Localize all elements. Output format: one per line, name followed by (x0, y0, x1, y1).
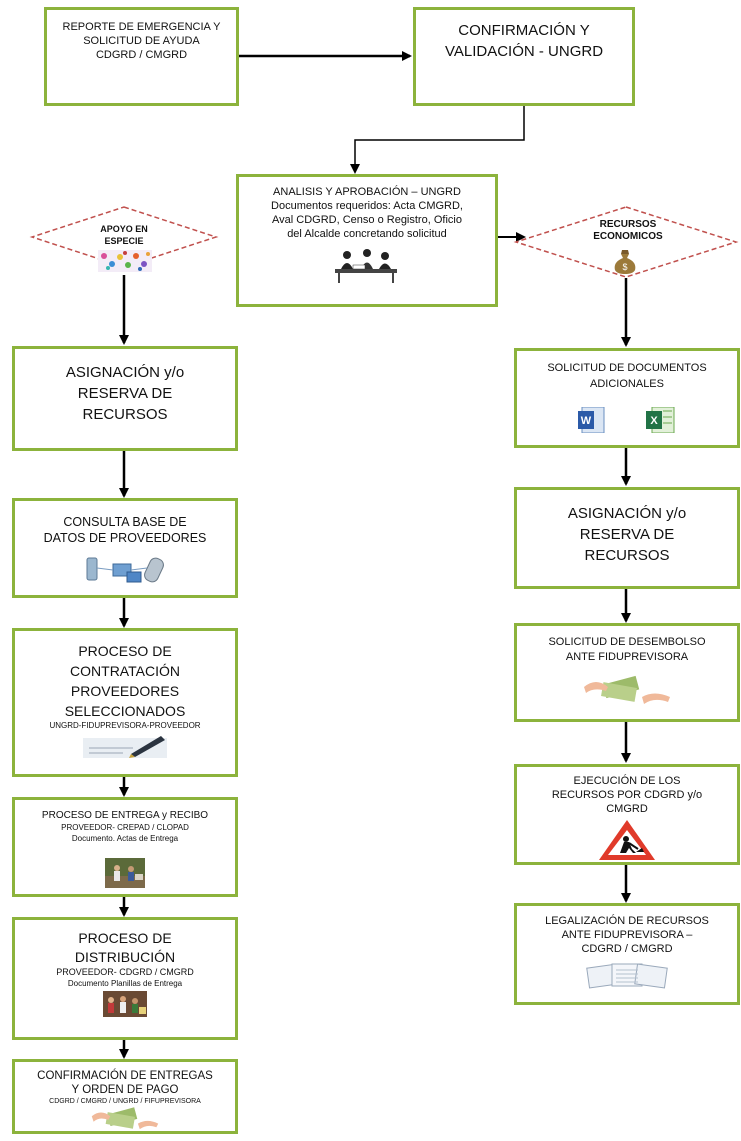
analysis-approval-box: ANALISIS Y APROBACIÓN – UNGRD Documentos… (236, 174, 498, 307)
entrega-recibo-box: PROCESO DE ENTREGA y RECIBO PROVEEDOR- C… (12, 797, 238, 897)
pen-signing-icon (83, 736, 167, 758)
confirmation-validation-box: CONFIRMACIÓN Y VALIDACIÓN - UNGRD (413, 7, 635, 106)
svg-text:$: $ (622, 262, 627, 272)
svg-text:W: W (581, 415, 592, 427)
arrow-confirm-to-analysis (350, 105, 525, 174)
left-asignacion-box: ASIGNACIÓN y/o RESERVA DE RECURSOS (12, 346, 238, 451)
documents-icon (586, 963, 668, 989)
distribution-photo-icon (103, 991, 147, 1017)
apoyo-especie-label: APOYO EN ESPECIE (100, 224, 148, 246)
recursos-economicos-label: RECURSOS ECONOMICOS (593, 219, 663, 242)
road-work-sign-icon (599, 820, 655, 860)
legalizacion-box: LEGALIZACIÓN DE RECURSOS ANTE FIDUPREVIS… (514, 903, 740, 1005)
money-hand-icon (91, 1107, 159, 1130)
solicitud-documentos-box: SOLICITUD DE DOCUMENTOS ADICIONALES W X (514, 348, 740, 448)
report-emergency-box: REPORTE DE EMERGENCIA Y SOLICITUD DE AYU… (44, 7, 239, 106)
consulta-proveedores-box: CONSULTA BASE DE DATOS DE PROVEEDORES (12, 498, 238, 598)
colorful-icon (98, 250, 152, 272)
ejecucion-recursos-box: EJECUCIÓN DE LOS RECURSOS POR CDGRD y/o … (514, 764, 740, 865)
solicitud-desembolso-box: SOLICITUD DE DESEMBOLSO ANTE FIDUPREVISO… (514, 623, 740, 722)
distribucion-box: PROCESO DE DISTRIBUCIÓN PROVEEDOR- CDGRD… (12, 917, 238, 1040)
money-bag-icon: $ (614, 250, 636, 274)
word-icon: W (578, 407, 605, 433)
money-hand-icon (584, 675, 670, 704)
network-devices-icon (86, 557, 164, 583)
delivery-photo-icon (105, 858, 145, 888)
right-asignacion-box: ASIGNACIÓN y/o RESERVA DE RECURSOS (514, 487, 740, 589)
contratacion-box: PROCESO DE CONTRATACIÓN PROVEEDORES SELE… (12, 628, 238, 777)
confirmacion-entregas-box: CONFIRMACIÓN DE ENTREGAS Y ORDEN DE PAGO… (12, 1059, 238, 1134)
meeting-people-icon (335, 249, 397, 283)
excel-icon: X (646, 407, 675, 433)
svg-text:X: X (650, 415, 658, 427)
